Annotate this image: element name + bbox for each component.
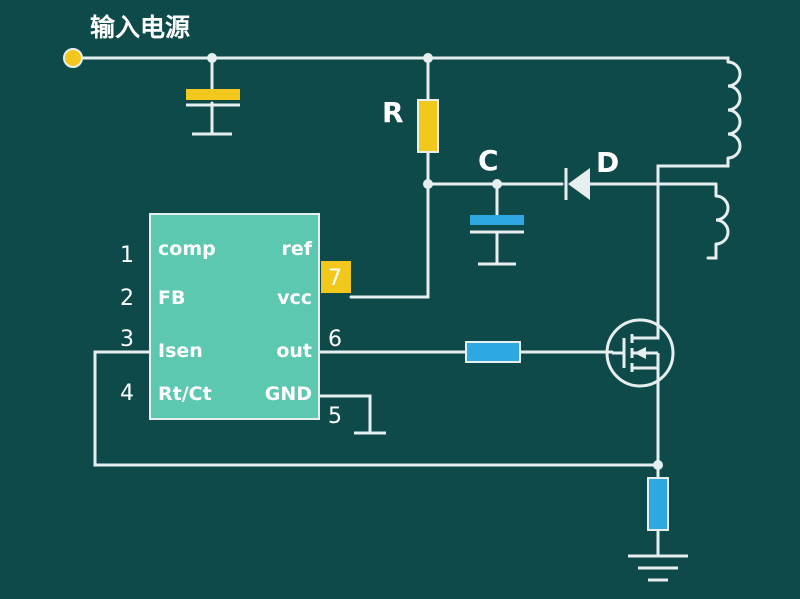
capacitor-c bbox=[470, 215, 524, 266]
pin-number-3: 3 bbox=[120, 327, 134, 352]
mosfet bbox=[605, 318, 675, 388]
pin-number-2: 2 bbox=[120, 286, 134, 311]
pin-number-7: 7 bbox=[328, 266, 342, 291]
primary-top-wire bbox=[714, 56, 730, 64]
sense-resistor bbox=[647, 477, 669, 531]
gnd-pin-wire bbox=[317, 394, 372, 434]
primary-winding bbox=[727, 60, 742, 160]
ic-pin-rtct: Rt/Ct bbox=[158, 383, 212, 405]
primary-bottom-wire bbox=[656, 156, 730, 327]
junctions bbox=[207, 53, 663, 470]
diode-d bbox=[564, 168, 590, 200]
pin-number-4: 4 bbox=[120, 381, 134, 406]
resistor-r bbox=[417, 99, 439, 153]
pin-number-5: 5 bbox=[328, 404, 342, 429]
mosfet-arrow-icon bbox=[634, 347, 646, 359]
input-capacitor bbox=[186, 89, 240, 136]
ic-pin-isen: Isen bbox=[158, 340, 203, 362]
ic-pin-ref: ref bbox=[281, 238, 312, 260]
input-power-terminal bbox=[63, 48, 83, 68]
junction-dot bbox=[423, 53, 433, 63]
auxiliary-winding bbox=[715, 194, 730, 246]
pin-number-1: 1 bbox=[120, 243, 134, 268]
pin-7-marker bbox=[321, 261, 351, 293]
capacitor-label: C bbox=[478, 144, 499, 177]
gate-resistor bbox=[465, 341, 521, 363]
wires bbox=[71, 56, 730, 557]
junction-dot bbox=[423, 179, 433, 189]
diode-label: D bbox=[596, 146, 619, 179]
junction-dot bbox=[492, 179, 502, 189]
ic-pin-out: out bbox=[276, 340, 312, 362]
resistor-label: R bbox=[382, 96, 404, 129]
ic-pin-comp: comp bbox=[158, 238, 216, 260]
input-power-label: 输入电源 bbox=[90, 13, 190, 42]
pin-number-6: 6 bbox=[328, 327, 342, 352]
junction-dot bbox=[653, 460, 663, 470]
ic-pin-gnd: GND bbox=[265, 383, 312, 405]
resistor-bottom-wire bbox=[349, 150, 430, 299]
ic-pin-vcc: vcc bbox=[277, 287, 312, 309]
ground-symbol bbox=[628, 554, 688, 582]
ic-pin-fb: FB bbox=[158, 287, 185, 309]
aux-winding-ground-wire bbox=[706, 242, 718, 260]
controller-ic bbox=[149, 213, 320, 420]
junction-dot bbox=[207, 53, 217, 63]
isen-loop-wire bbox=[93, 350, 660, 467]
